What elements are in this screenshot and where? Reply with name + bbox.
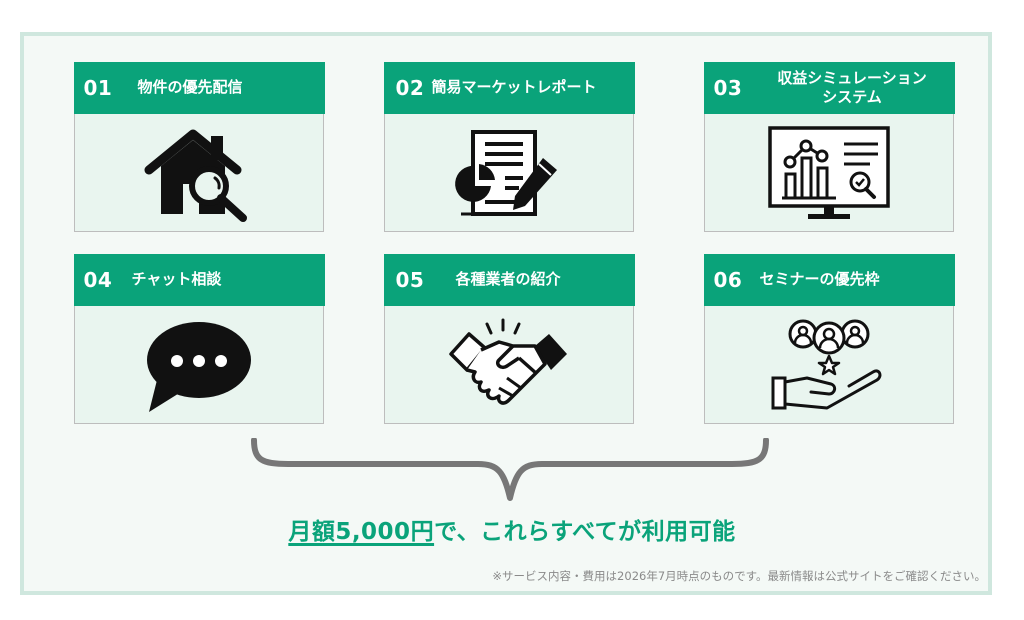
curly-brace-icon: [248, 437, 772, 508]
card-number: 01: [83, 75, 113, 100]
service-card-03: 03 収益シミュレーション システム: [703, 61, 955, 233]
footnote: ※サービス内容・費用は2026年7月時点のものです。最新情報は公式サイトをご確認…: [492, 569, 986, 583]
card-header: 06 セミナーの優先枠: [703, 253, 955, 306]
service-card-05: 05 各種業者の紹介: [383, 253, 635, 425]
card-title-line-1: 収益シミュレーション: [777, 68, 927, 87]
card-number: 04: [83, 267, 113, 292]
card-header: 03 収益シミュレーション システム: [703, 61, 955, 114]
chat-bubble-icon: [75, 307, 323, 425]
service-card-02: 02 簡易マーケットレポート: [383, 61, 635, 233]
card-title: 各種業者の紹介: [455, 270, 561, 288]
headline-price: 月額5,000円: [288, 519, 435, 545]
house-search-icon: [75, 115, 323, 233]
card-title-line-2: システム: [822, 87, 882, 106]
card-title: 収益シミュレーション システム: [758, 69, 955, 107]
card-title: 物件の優先配信: [137, 78, 243, 96]
card-number: 03: [713, 75, 743, 100]
report-icon: [385, 115, 633, 233]
card-title: 簡易マーケットレポート: [431, 78, 597, 96]
card-number: 02: [395, 75, 425, 100]
card-header: 02 簡易マーケットレポート: [383, 61, 635, 114]
service-card-01: 01 物件の優先配信: [73, 61, 325, 233]
card-title: チャット相談: [131, 270, 222, 288]
card-number: 06: [713, 267, 743, 292]
card-header: 01 物件の優先配信: [73, 61, 325, 114]
card-title: セミナーの優先枠: [759, 270, 880, 288]
headline: 月額5,000円で、これらすべてが利用可能: [0, 512, 1024, 546]
service-card-06: 06 セミナーの優先枠: [703, 253, 955, 425]
card-number: 05: [395, 267, 425, 292]
service-card-04: 04 チャット相談: [73, 253, 325, 425]
monitor-chart-icon: [705, 115, 953, 233]
card-header: 05 各種業者の紹介: [383, 253, 635, 306]
headline-text: で、これらすべてが利用可能: [434, 519, 736, 545]
card-header: 04 チャット相談: [73, 253, 325, 306]
handshake-icon: [385, 307, 633, 425]
hand-people-icon: [705, 307, 953, 425]
